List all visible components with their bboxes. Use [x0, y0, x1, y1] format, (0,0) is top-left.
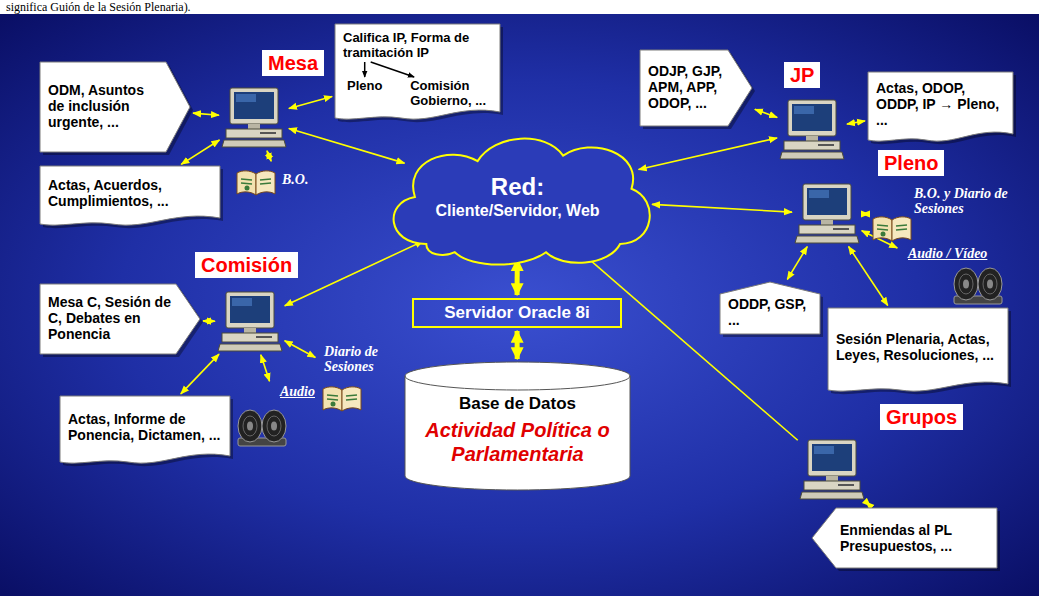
document-box: Califica IP, Forma de tramitación IP Plen… — [335, 24, 500, 122]
connector-arrow — [289, 97, 332, 109]
flow-arrow — [371, 62, 414, 77]
connector-arrow — [261, 355, 270, 381]
computer-node: Comisión — [218, 292, 282, 352]
connector-arrow — [193, 113, 219, 115]
connector-arrow — [639, 138, 778, 170]
database-text: Actividad Política o Parlamentaria — [415, 418, 620, 466]
document-text: Actas, ODOP, ODDP, IP → Pleno, ... — [876, 80, 1005, 128]
icon-label: Diario de Sesiones — [324, 344, 396, 374]
page-strip — [0, 0, 1039, 14]
connector-arrow — [515, 331, 520, 359]
document-box: Actas, ODOP, ODDP, IP → Pleno, ... — [868, 72, 1013, 144]
connector-arrow — [755, 109, 777, 117]
audio-tape: Audio / Vídeo — [900, 246, 1015, 308]
database-text: Base de Datos — [415, 394, 620, 414]
icon-label: B.O. y Diario de Sesiones — [914, 186, 1012, 216]
connector-arrow — [847, 121, 865, 124]
document-text: Actas, Acuerdos, Cumplimientos, ... — [48, 177, 212, 209]
connector-arrow — [849, 246, 888, 305]
computer-node: Grupos — [800, 440, 864, 500]
database-cylinder: Base de DatosActividad Política o Parlam… — [405, 362, 630, 490]
section-heading: Grupos — [880, 404, 963, 430]
document-text: Pleno — [347, 78, 382, 93]
connector-arrow — [285, 341, 316, 358]
connector-arrow — [267, 151, 271, 161]
server-label: Servidor Oracle 8i — [420, 303, 614, 323]
section-heading: Mesa — [262, 50, 324, 76]
computer-node: Pleno — [795, 184, 859, 244]
document-text: ODM, Asuntos de inclusión urgente, ... — [48, 82, 162, 130]
computer-icon — [222, 88, 286, 148]
document-box: ODJP, GJP, APM, APP, ODOP, ... — [640, 50, 752, 126]
connector-arrow — [285, 241, 423, 306]
bulletin-book: B.O. y Diario de Sesiones — [872, 186, 1012, 242]
document-box: Mesa C, Sesión de C, Debates en Ponencia — [40, 284, 200, 354]
connector-arrow — [862, 213, 869, 215]
document-box: ODM, Asuntos de inclusión urgente, ... — [40, 62, 190, 152]
cloud-text: Cliente/Servidor, Web — [435, 201, 599, 221]
section-heading: JP — [784, 62, 820, 88]
connector-arrow — [289, 128, 405, 163]
document-text: Gobierno, ... — [410, 93, 486, 108]
bulletin-book: B.O. — [236, 164, 322, 198]
icon-label: Audio / Vídeo — [908, 246, 1015, 261]
computer-node: JP — [780, 100, 844, 160]
connector-arrow — [866, 502, 870, 506]
document-box: ODDP, GSP, ... — [720, 282, 820, 334]
document-box: Sesión Plenaria, Actas, Leyes, Resolucio… — [828, 308, 1008, 394]
document-text: Actas, Informe de Ponencia, Dictamen, ..… — [68, 411, 222, 443]
section-heading: Pleno — [878, 150, 944, 176]
connector-arrow — [515, 259, 520, 295]
computer-icon — [800, 440, 864, 500]
audio-tape: Audio — [236, 384, 328, 454]
document-text: Califica IP, Forma de tramitación IP — [343, 30, 492, 60]
computer-icon — [795, 184, 859, 244]
bulletin-book: Diario de Sesiones — [318, 344, 396, 416]
connector-arrow — [181, 354, 219, 394]
cropped-caption: significa Guión de la Sesión Plenaria). — [6, 0, 191, 14]
document-text: ODDP, GSP, ... — [728, 296, 812, 328]
document-box: Enmiendas al PL Presupuestos, ... — [812, 508, 997, 568]
document-box: Actas, Acuerdos, Cumplimientos, ... — [40, 166, 220, 228]
network-cloud: Red:Cliente/Servidor, Web — [375, 128, 660, 266]
icon-label: B.O. — [282, 172, 322, 187]
computer-icon — [218, 292, 282, 352]
document-text: Sesión Plenaria, Actas, Leyes, Resolucio… — [836, 331, 1000, 363]
document-text: Enmiendas al PL Presupuestos, ... — [840, 522, 989, 554]
connector-arrow — [652, 204, 792, 212]
cloud-text: Red: — [491, 173, 544, 201]
slide-background — [0, 14, 1039, 596]
book-icon — [236, 164, 322, 198]
document-text: ODJP, GJP, APM, APP, ODOP, ... — [648, 63, 724, 111]
connector-arrow — [203, 320, 215, 322]
computer-node: Mesa — [222, 88, 286, 148]
server-box: Servidor Oracle 8i — [412, 298, 622, 328]
connector-arrow — [181, 140, 219, 164]
document-box: Actas, Informe de Ponencia, Dictamen, ..… — [60, 396, 230, 466]
flow-arrow — [364, 62, 366, 77]
icon-label: Audio — [280, 384, 326, 399]
computer-icon — [780, 100, 844, 160]
section-heading: Comisión — [195, 252, 298, 278]
document-text: Comisión — [410, 78, 486, 93]
document-text: Mesa C, Sesión de C, Debates en Ponencia — [48, 294, 172, 342]
connector-arrow — [787, 247, 807, 280]
